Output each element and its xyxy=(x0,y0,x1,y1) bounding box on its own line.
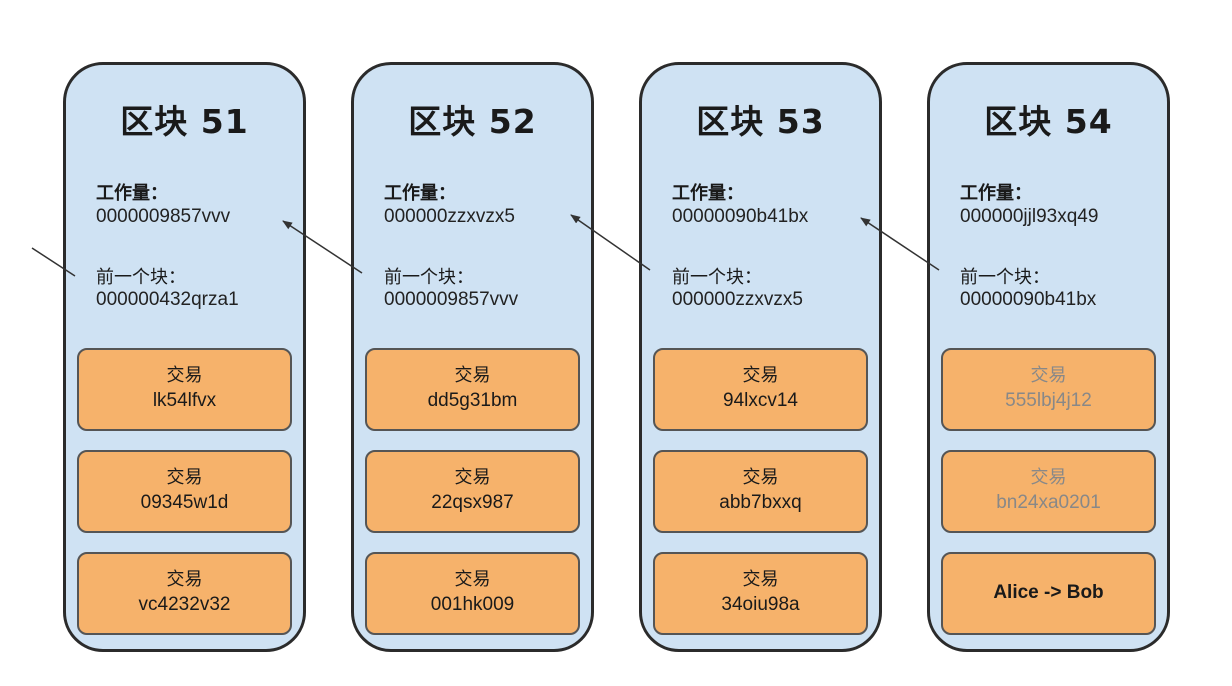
transaction: 交易 94lxcv14 xyxy=(653,348,868,431)
block-title: 区块 53 xyxy=(696,102,825,141)
transaction: 交易 dd5g31bm xyxy=(365,348,580,431)
transaction-title: 交易 xyxy=(742,365,779,386)
prev-block-label: 前一个块： xyxy=(96,267,186,288)
transaction: 交易 22qsx987 xyxy=(365,450,580,533)
transaction-title: 交易 xyxy=(166,569,203,590)
transaction-text: Alice -> Bob xyxy=(993,582,1104,603)
transaction-title: 交易 xyxy=(454,365,491,386)
transaction-id: 001hk009 xyxy=(430,594,515,615)
transaction-id: 555lbj4j12 xyxy=(1005,390,1092,411)
prev-block-label: 前一个块： xyxy=(384,267,474,288)
transaction-id: 94lxcv14 xyxy=(723,390,798,411)
transaction-title: 交易 xyxy=(166,467,203,488)
transaction-id: vc4232v32 xyxy=(138,594,231,615)
transaction-id: dd5g31bm xyxy=(427,390,518,411)
block-title: 区块 54 xyxy=(984,102,1113,141)
prev-block-value: 0000009857vvv xyxy=(384,289,519,310)
transaction: 交易 lk54lfvx xyxy=(77,348,292,431)
transaction: 交易 001hk009 xyxy=(365,552,580,635)
prev-block-value: 00000090b41bx xyxy=(960,289,1097,310)
work-value: 00000090b41bx xyxy=(672,206,809,227)
transaction-pending: 交易 555lbj4j12 xyxy=(941,348,1156,431)
block-54: 区块 54 工作量： 000000jjl93xq49 前一个块： 0000009… xyxy=(927,62,1170,652)
transaction-id: abb7bxxq xyxy=(719,492,802,513)
transaction-title: 交易 xyxy=(454,569,491,590)
transaction: 交易 09345w1d xyxy=(77,450,292,533)
transaction-title: 交易 xyxy=(742,569,779,590)
prev-block-value: 000000432qrza1 xyxy=(96,289,239,310)
transaction-id: 09345w1d xyxy=(140,492,229,513)
block-53: 区块 53 工作量： 00000090b41bx 前一个块： 000000zzx… xyxy=(639,62,882,652)
transaction: 交易 abb7bxxq xyxy=(653,450,868,533)
transaction-title: 交易 xyxy=(454,467,491,488)
work-label: 工作量： xyxy=(96,183,168,204)
block-51: 区块 51 工作量： 0000009857vvv 前一个块： 000000432… xyxy=(63,62,306,652)
work-value: 000000zzxvzx5 xyxy=(384,206,515,227)
transaction: 交易 vc4232v32 xyxy=(77,552,292,635)
transaction: 交易 34oiu98a xyxy=(653,552,868,635)
transaction-pending: 交易 bn24xa0201 xyxy=(941,450,1156,533)
transaction-id: lk54lfvx xyxy=(152,390,217,411)
transaction-id: 34oiu98a xyxy=(721,594,800,615)
work-label: 工作量： xyxy=(672,183,744,204)
work-value: 000000jjl93xq49 xyxy=(960,206,1099,227)
transaction-id: bn24xa0201 xyxy=(996,492,1101,513)
block-title: 区块 52 xyxy=(408,102,537,141)
work-label: 工作量： xyxy=(960,183,1032,204)
prev-block-value: 000000zzxvzx5 xyxy=(672,289,803,310)
transaction-title: 交易 xyxy=(1030,365,1067,386)
work-value: 0000009857vvv xyxy=(96,206,231,227)
block-title: 区块 51 xyxy=(120,102,249,141)
transaction-alice-bob: Alice -> Bob xyxy=(941,552,1156,635)
work-label: 工作量： xyxy=(384,183,456,204)
transaction-title: 交易 xyxy=(1030,467,1067,488)
block-52: 区块 52 工作量： 000000zzxvzx5 前一个块： 000000985… xyxy=(351,62,594,652)
prev-block-label: 前一个块： xyxy=(672,267,762,288)
prev-block-label: 前一个块： xyxy=(960,267,1050,288)
transaction-title: 交易 xyxy=(166,365,203,386)
transaction-title: 交易 xyxy=(742,467,779,488)
transaction-id: 22qsx987 xyxy=(431,492,514,513)
